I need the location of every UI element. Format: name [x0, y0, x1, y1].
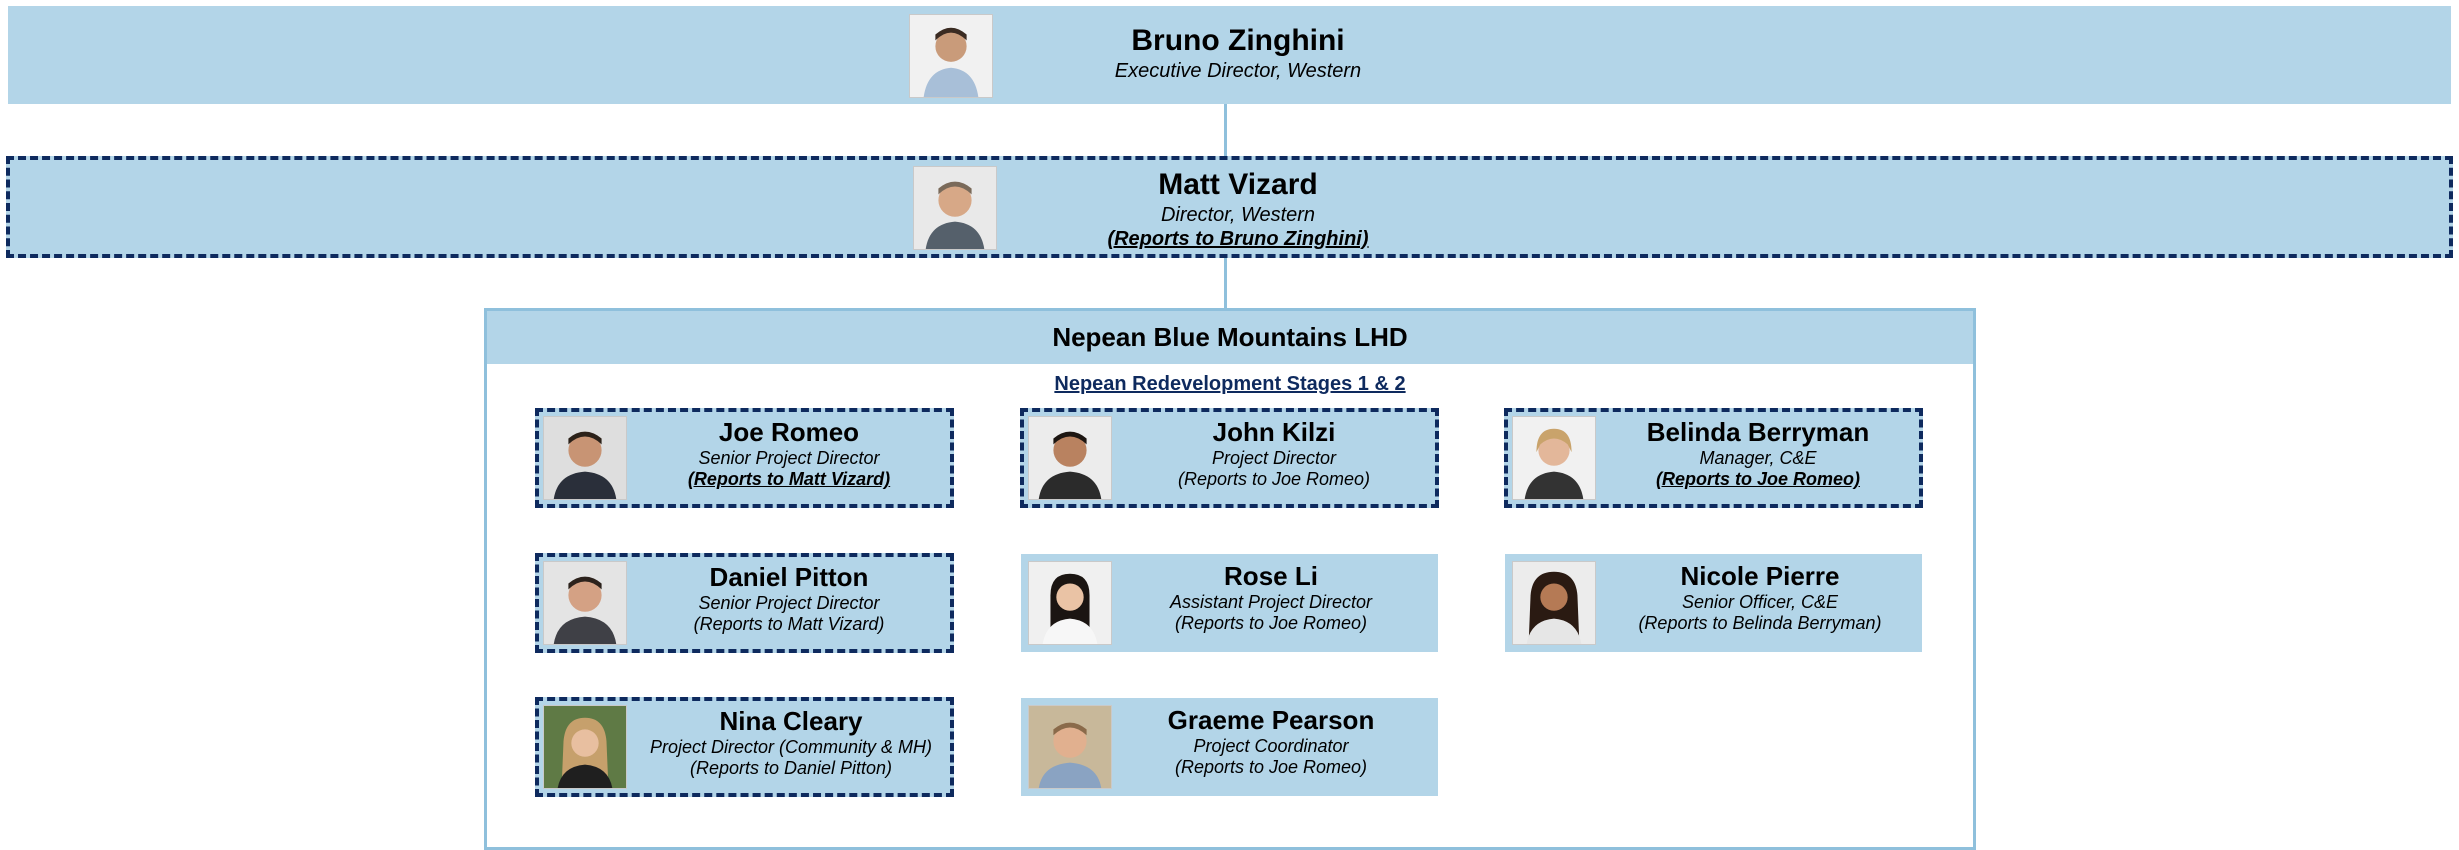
person-reports-to: (Reports to Joe Romeo)	[1174, 613, 1368, 634]
person-name: Joe Romeo	[718, 417, 860, 447]
person-title: Senior Officer, C&E	[1681, 591, 1839, 612]
person-name: Matt Vizard	[1158, 168, 1318, 201]
person-reports-to: (Reports to Belinda Berryman)	[1638, 613, 1882, 634]
person-reports-to: (Reports to Joe Romeo)	[1177, 469, 1371, 490]
person-name: Belinda Berryman	[1646, 417, 1870, 447]
person-photo-icon	[909, 14, 993, 98]
person-photo-icon	[913, 166, 997, 250]
person-text: Belinda Berryman Manager, C&E (Reports t…	[1608, 417, 1908, 491]
person-text: John Kilzi Project Director (Reports to …	[1124, 417, 1424, 491]
org-box-nina-cleary: Nina Cleary Project Director (Community …	[535, 697, 954, 797]
person-text-matt-vizard: Matt Vizard Director, Western (Reports t…	[1038, 168, 1438, 251]
person-title: Manager, C&E	[1699, 447, 1817, 468]
person-photo-icon	[1028, 416, 1112, 500]
org-box-joe-romeo: Joe Romeo Senior Project Director (Repor…	[535, 408, 954, 508]
person-photo-icon	[1512, 561, 1596, 645]
org-box-nicole-pierre: Nicole Pierre Senior Officer, C&E (Repor…	[1505, 554, 1922, 652]
person-reports-to: (Reports to Bruno Zinghini)	[1107, 227, 1369, 250]
person-title: Assistant Project Director	[1169, 591, 1373, 612]
person-title: Project Coordinator	[1193, 735, 1349, 756]
person-text-bruno-zinghini: Bruno Zinghini Executive Director, Weste…	[1038, 24, 1438, 83]
org-box-belinda-berryman: Belinda Berryman Manager, C&E (Reports t…	[1504, 408, 1923, 508]
org-box-graeme-pearson: Graeme Pearson Project Coordinator (Repo…	[1021, 698, 1438, 796]
person-text: Daniel Pitton Senior Project Director (R…	[639, 562, 939, 636]
person-title: Executive Director, Western	[1114, 59, 1362, 82]
person-reports-to: (Reports to Joe Romeo)	[1655, 469, 1860, 490]
person-name: Nicole Pierre	[1680, 561, 1840, 591]
person-photo-icon	[543, 705, 627, 789]
org-box-bruno-zinghini: Bruno Zinghini Executive Director, Weste…	[8, 6, 2451, 104]
person-photo-icon	[1028, 561, 1112, 645]
person-photo-icon	[543, 561, 627, 645]
person-title: Senior Project Director	[698, 592, 880, 613]
person-reports-to: (Reports to Joe Romeo)	[1174, 757, 1368, 778]
person-reports-to: (Reports to Matt Vizard)	[693, 614, 885, 635]
person-name: Graeme Pearson	[1167, 705, 1375, 735]
person-name: Nina Cleary	[719, 706, 863, 736]
person-text: Graeme Pearson Project Coordinator (Repo…	[1121, 705, 1421, 779]
person-name: Daniel Pitton	[709, 562, 869, 592]
org-box-daniel-pitton: Daniel Pitton Senior Project Director (R…	[535, 553, 954, 653]
person-title: Senior Project Director	[698, 447, 880, 468]
section-subheading: Nepean Redevelopment Stages 1 & 2	[1054, 373, 1406, 395]
person-title: Project Director (Community & MH)	[649, 736, 933, 757]
person-photo-icon	[1512, 416, 1596, 500]
person-name: Bruno Zinghini	[1131, 24, 1345, 57]
org-box-matt-vizard: Matt Vizard Director, Western (Reports t…	[6, 156, 2453, 258]
person-text: Rose Li Assistant Project Director (Repo…	[1121, 561, 1421, 635]
person-text: Nicole Pierre Senior Officer, C&E (Repor…	[1605, 561, 1915, 635]
connector-top-to-second	[1224, 104, 1227, 156]
person-photo-icon	[543, 416, 627, 500]
org-box-john-kilzi: John Kilzi Project Director (Reports to …	[1020, 408, 1439, 508]
person-title: Project Director	[1211, 447, 1337, 468]
person-name: John Kilzi	[1212, 417, 1336, 447]
person-text: Joe Romeo Senior Project Director (Repor…	[639, 417, 939, 491]
person-name: Rose Li	[1224, 561, 1318, 591]
section-header: Nepean Blue Mountains LHD	[487, 311, 1973, 364]
org-box-rose-li: Rose Li Assistant Project Director (Repo…	[1021, 554, 1438, 652]
person-text: Nina Cleary Project Director (Community …	[631, 706, 951, 780]
person-photo-icon	[1028, 705, 1112, 789]
person-title: Director, Western	[1160, 203, 1316, 226]
connector-second-to-section	[1224, 258, 1227, 308]
person-reports-to: (Reports to Matt Vizard)	[687, 469, 891, 490]
person-reports-to: (Reports to Daniel Pitton)	[689, 758, 893, 779]
